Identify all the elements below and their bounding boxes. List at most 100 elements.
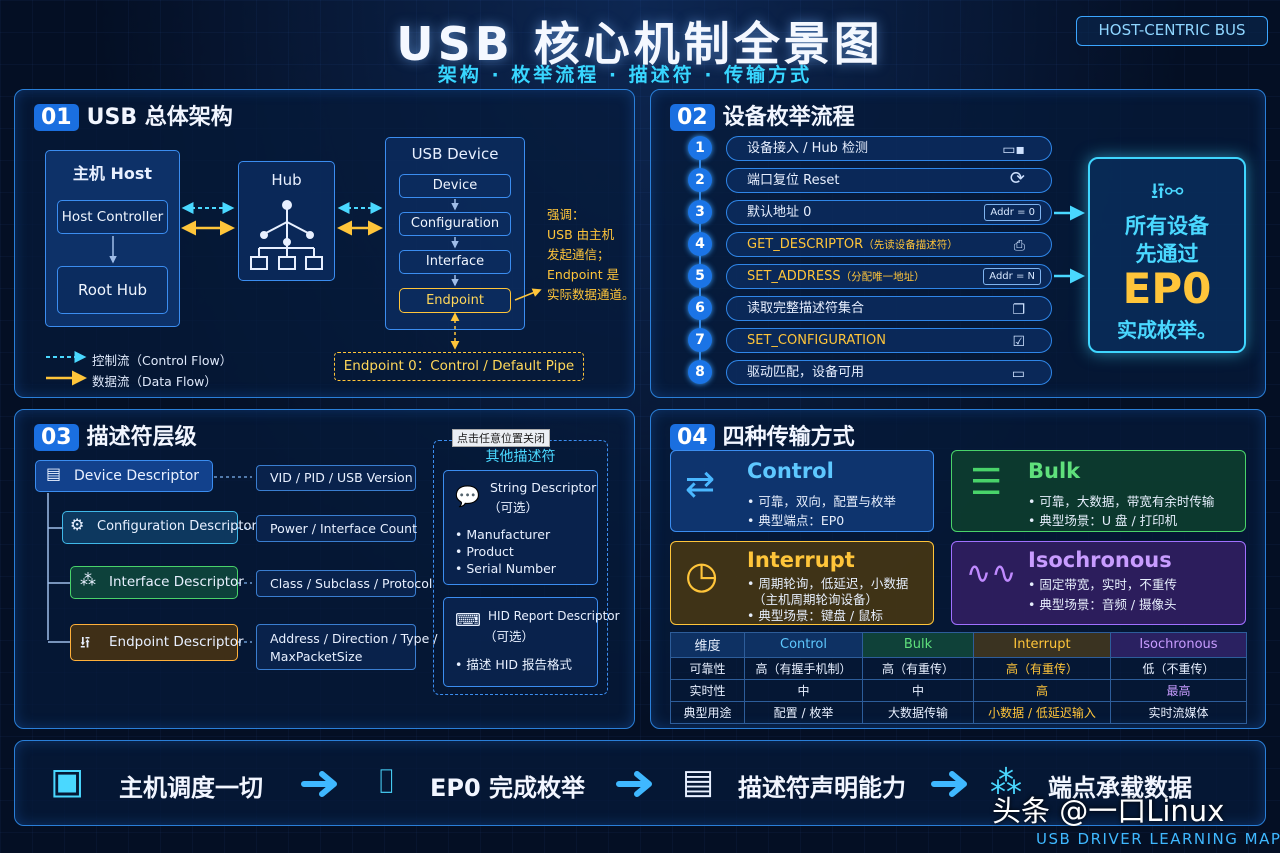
step-6-row: 读取完整描述符集合❐ bbox=[726, 296, 1052, 321]
ep0-line2: 先通过 bbox=[1135, 242, 1199, 266]
host-title: 主机 Host bbox=[72, 164, 153, 183]
exchange-arrows-icon: ⇄ bbox=[685, 464, 716, 505]
step-6-number: 6 bbox=[688, 296, 712, 320]
root-hub-box: Root Hub bbox=[57, 266, 168, 314]
addr-0-badge: Addr = 0 bbox=[984, 204, 1041, 221]
table-row: 可靠性 高（有握手机制） 高（有重传） 高（有重传） 低（不重传） bbox=[670, 656, 1247, 680]
database-icon: ☰ bbox=[970, 462, 1003, 503]
descriptor-tree-lines bbox=[47, 476, 252, 643]
emphasis-note: 强调： USB 由主机 发起通信； Endpoint 是 实际数据通道。 bbox=[547, 207, 635, 302]
summary-item-endpoint: 端点承载数据 bbox=[1048, 774, 1192, 802]
endpoint-attributes: Address / Direction / Type / MaxPacketSi… bbox=[256, 624, 437, 670]
step-2-number: 2 bbox=[688, 168, 712, 192]
chat-bubble-icon: 💬 bbox=[455, 484, 480, 508]
endpoint-box: Endpoint bbox=[399, 288, 511, 313]
transfer-comparison-table: 维度 Control Bulk Interrupt Isochronous 可靠… bbox=[670, 632, 1247, 725]
ep0-line3: 实成枚举。 bbox=[1117, 318, 1217, 342]
clock-icon: ◷ bbox=[685, 553, 719, 597]
configuration-descriptor-node: Configuration Descriptor bbox=[62, 511, 257, 544]
section-03-title: 描述符层级 bbox=[86, 425, 197, 450]
step-8-row: 驱动匹配，设备可用▭ bbox=[726, 360, 1052, 385]
bulk-card: ☰ Bulk • 可靠，大数据，带宽有余时传输 • 典型场景：U 盘 / 打印机 bbox=[951, 450, 1246, 532]
usb-icon: ⭿ bbox=[80, 633, 91, 652]
interface-box: Interface bbox=[399, 250, 511, 274]
device-attributes: VID / PID / USB Version bbox=[256, 465, 416, 491]
ep0-big: EP0 bbox=[1122, 264, 1212, 313]
endpoint-descriptor-node: Endpoint Descriptor bbox=[70, 624, 244, 661]
string-descriptor-title: String Descriptor bbox=[490, 480, 597, 495]
step-3-number: 3 bbox=[688, 200, 712, 224]
host-centric-badge: HOST-CENTRIC BUS bbox=[1076, 16, 1268, 46]
architecture-arrows bbox=[46, 199, 542, 386]
hid-descriptor-desc: • 描述 HID 报告格式 bbox=[455, 657, 573, 672]
monitor-icon: ▭ bbox=[1011, 366, 1025, 382]
page-subtitle: 架构 · 枚举流程 · 描述符 · 传输方式 bbox=[437, 64, 813, 86]
string-descriptor-items: • Manufacturer • Product • Serial Number bbox=[455, 527, 556, 576]
ep0-arrows bbox=[1054, 205, 1085, 284]
step-7-number: 7 bbox=[688, 328, 712, 352]
step-1-number: 1 bbox=[688, 136, 712, 160]
watermark: 头条 @一口Linux bbox=[992, 794, 1225, 828]
document-search-icon: ⎙ bbox=[1013, 238, 1025, 254]
section-01-number: 01 bbox=[34, 104, 79, 131]
step-8-number: 8 bbox=[688, 360, 712, 384]
table-row: 典型用途 配置 / 枚举 大数据传输 小数据 / 低延迟输入 实时流媒体 bbox=[670, 700, 1247, 725]
document-icon: ▤ bbox=[46, 464, 62, 483]
chip-icon: ▣ bbox=[50, 761, 85, 802]
section-02-title: 设备枚举流程 bbox=[722, 105, 855, 130]
control-card: ⇄ Control • 可靠，双向，配置与枚举 • 典型端点：EP0 bbox=[670, 450, 934, 532]
hub-tree-icon bbox=[250, 200, 323, 270]
section-04-number: 04 bbox=[670, 424, 715, 451]
share-nodes-icon: ⁂ bbox=[990, 763, 1022, 801]
device-box: Device bbox=[399, 174, 511, 198]
checkbox-icon: ☑ bbox=[1012, 334, 1025, 350]
section-04-header: 04 四种传输方式 bbox=[670, 419, 855, 451]
summary-item-descriptor: 描述符声明能力 bbox=[738, 774, 906, 802]
section-04-title: 四种传输方式 bbox=[722, 425, 855, 450]
hid-report-descriptor-box bbox=[443, 597, 598, 687]
host-controller-box: Host Controller bbox=[57, 200, 168, 234]
section-01-title: USB 总体架构 bbox=[86, 105, 233, 130]
usb-device-title: USB Device bbox=[411, 145, 499, 163]
isochronous-card: ∿∿ Isochronous • 固定带宽，实时，不重传 • 典型场景：音频 /… bbox=[951, 541, 1246, 625]
string-descriptor-box bbox=[443, 470, 598, 585]
summary-item-host: 主机调度一切 bbox=[119, 774, 263, 802]
step-7-row: SET_CONFIGURATION☑ bbox=[726, 328, 1052, 353]
ep0-callout bbox=[1088, 157, 1246, 353]
step-4-number: 4 bbox=[688, 232, 712, 256]
step-1-row: 设备接入 / Hub 检测▭▪ bbox=[726, 136, 1052, 161]
documents-icon: ❐ bbox=[1012, 302, 1025, 318]
summary-arrows bbox=[301, 771, 337, 797]
usb-plug-icon: ▭▪ bbox=[1002, 142, 1025, 158]
hid-descriptor-title: HID Report Descriptor bbox=[488, 609, 620, 623]
close-tooltip[interactable]: 点击任意位置关闭 bbox=[452, 429, 550, 447]
section-01-header: 01 USB 总体架构 bbox=[34, 99, 233, 131]
waveform-icon: ∿∿ bbox=[966, 556, 1017, 591]
config-attributes: Power / Interface Count bbox=[256, 515, 417, 542]
page-title: USB 核心机制全景图 bbox=[396, 17, 884, 71]
table-header-row: 维度 Control Bulk Interrupt Isochronous bbox=[670, 632, 1247, 658]
section-03-header: 03 描述符层级 bbox=[34, 419, 197, 451]
step-5-number: 5 bbox=[688, 264, 712, 288]
summary-item-ep0: EP0 完成枚举 bbox=[430, 774, 586, 802]
addr-n-badge: Addr = N bbox=[983, 268, 1041, 285]
step-4-row: GET_DESCRIPTOR（先读设备描述符）⎙ bbox=[726, 232, 1052, 257]
other-descriptors-title: 其他描述符 bbox=[485, 449, 556, 465]
network-nodes-icon: ⁂ bbox=[80, 570, 96, 589]
interface-descriptor-node: Interface Descriptor bbox=[70, 566, 244, 599]
section-03-number: 03 bbox=[34, 424, 79, 451]
step-2-row: 端口复位 Reset⟳ bbox=[726, 168, 1052, 193]
legend-control-flow: 控制流（Control Flow） bbox=[92, 353, 233, 368]
hub-title: Hub bbox=[271, 171, 302, 189]
device-descriptor-node: Device Descriptor bbox=[35, 460, 213, 492]
string-descriptor-optional: （可选） bbox=[488, 500, 539, 515]
ep0-line1: 所有设备 bbox=[1125, 214, 1209, 238]
summary-arrows bbox=[931, 771, 967, 797]
legend-data-flow: 数据流（Data Flow） bbox=[92, 374, 217, 389]
interrupt-card: ◷ Interrupt • 周期轮询，低延迟，小数据 （主机周期轮询设备） • … bbox=[670, 541, 934, 625]
keyboard-icon: ⌨ bbox=[455, 610, 481, 631]
footer-caption: USB DRIVER LEARNING MAP bbox=[1036, 830, 1280, 848]
reset-icon: ⟳ bbox=[1009, 168, 1025, 189]
